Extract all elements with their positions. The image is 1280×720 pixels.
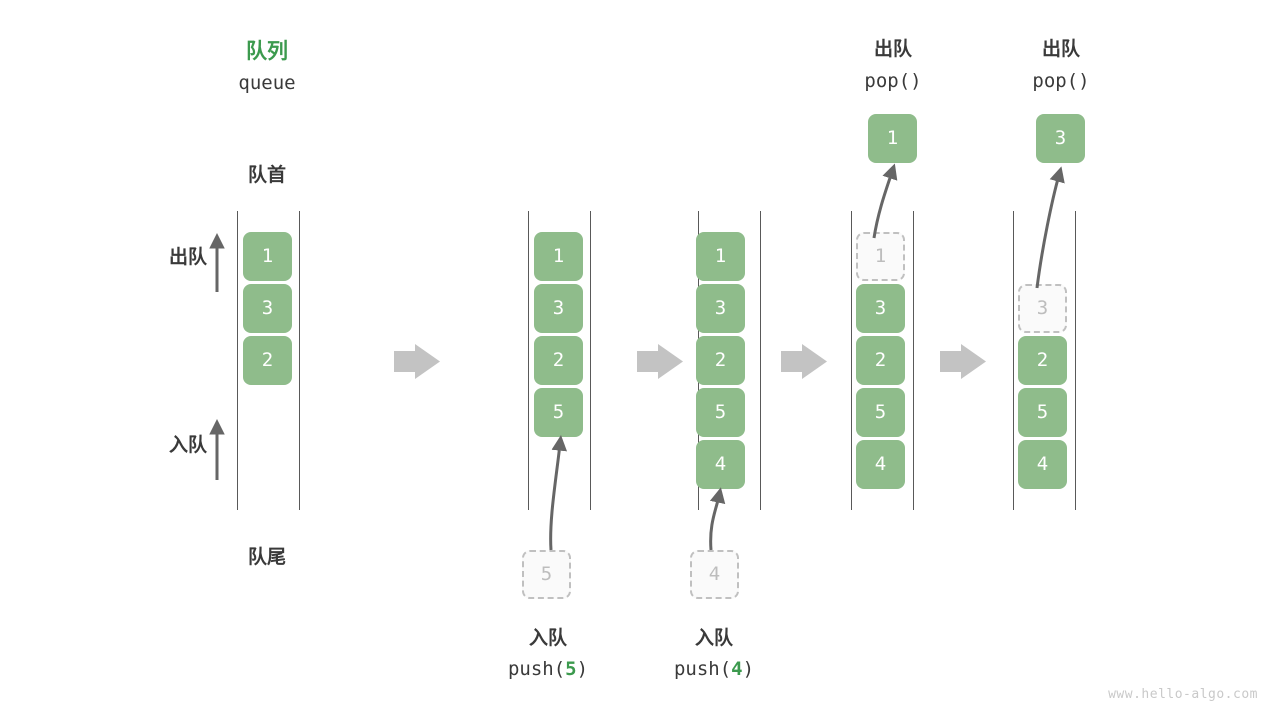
queue-cell: 2 xyxy=(696,336,745,385)
queue-cell: 1 xyxy=(534,232,583,281)
push-code-arg: 5 xyxy=(565,658,577,680)
queue-cell: 4 xyxy=(856,440,905,489)
push-code-suffix: ) xyxy=(576,658,589,680)
pop-caption-cn: 出队 xyxy=(873,39,912,60)
queue-cell: 4 xyxy=(1018,440,1067,489)
watermark: www.hello-algo.com xyxy=(1108,687,1258,702)
pop-caption-cn: 出队 xyxy=(1041,39,1080,60)
queue-cell: 5 xyxy=(856,388,905,437)
queue-rail-right xyxy=(590,211,591,510)
queue-rail-right xyxy=(760,211,761,510)
queue-rail-left xyxy=(237,211,238,510)
queue-cell: 2 xyxy=(856,336,905,385)
queue-rail-left xyxy=(851,211,852,510)
push-caption-code: push(5) xyxy=(448,658,648,680)
diagram-title-en: queue xyxy=(238,72,296,94)
queue-rear-label: 队尾 xyxy=(247,547,286,568)
queue-rail-right xyxy=(913,211,914,510)
queue-front-label: 队首 xyxy=(247,165,286,186)
queue-cell: 2 xyxy=(1018,336,1067,385)
queue-column-after-pop-3: 出队 pop() 3 3 2 5 4 xyxy=(960,0,1160,720)
dequeue-direction-label: 出队 xyxy=(168,247,207,268)
incoming-element-ghost: 4 xyxy=(690,550,739,599)
queue-column-after-push-4: 1 3 2 5 4 4 入队 push(4) xyxy=(628,0,828,720)
queue-cell: 5 xyxy=(534,388,583,437)
queue-cell: 1 xyxy=(696,232,745,281)
queue-cell: 5 xyxy=(696,388,745,437)
queue-column-initial: 队列 queue 队首 队尾 出队 入队 1 3 2 xyxy=(167,0,367,720)
diagram-title-cn: 队列 xyxy=(246,40,288,63)
pop-caption-code: pop() xyxy=(864,70,922,92)
queue-cell: 3 xyxy=(856,284,905,333)
queue-rail-right xyxy=(299,211,300,510)
step-arrow-icon xyxy=(394,344,440,379)
queue-rail-left xyxy=(1013,211,1014,510)
queue-cell: 3 xyxy=(534,284,583,333)
incoming-element-ghost: 5 xyxy=(522,550,571,599)
queue-cell: 3 xyxy=(696,284,745,333)
push-caption-code: push(4) xyxy=(614,658,814,680)
queue-column-after-pop-1: 出队 pop() 1 1 3 2 5 4 xyxy=(790,0,990,720)
push-code-prefix: push( xyxy=(673,658,732,680)
push-caption-cn: 入队 xyxy=(528,628,567,649)
queue-cell: 2 xyxy=(534,336,583,385)
queue-cell: 1 xyxy=(243,232,292,281)
queue-rail-left xyxy=(528,211,529,510)
pop-caption-code: pop() xyxy=(1032,70,1090,92)
popped-element: 3 xyxy=(1036,114,1085,163)
push-code-suffix: ) xyxy=(742,658,755,680)
push-code-prefix: push( xyxy=(507,658,566,680)
popped-element-ghost: 3 xyxy=(1018,284,1067,333)
popped-element: 1 xyxy=(868,114,917,163)
queue-cell: 5 xyxy=(1018,388,1067,437)
push-caption-cn: 入队 xyxy=(694,628,733,649)
popped-element-ghost: 1 xyxy=(856,232,905,281)
enqueue-direction-label: 入队 xyxy=(168,435,207,456)
push-code-arg: 4 xyxy=(731,658,743,680)
queue-cell: 4 xyxy=(696,440,745,489)
queue-rail-right xyxy=(1075,211,1076,510)
queue-cell: 2 xyxy=(243,336,292,385)
queue-column-after-push-5: 1 3 2 5 5 入队 push(5) xyxy=(458,0,658,720)
queue-cell: 3 xyxy=(243,284,292,333)
